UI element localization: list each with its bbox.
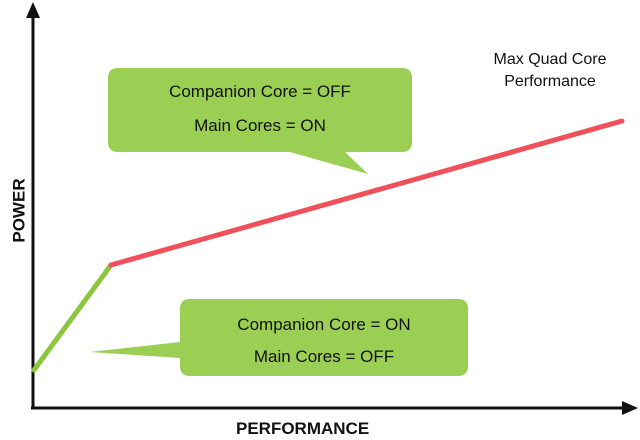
- peak-annotation-line2: Performance: [504, 73, 596, 90]
- upper-callout-bubble: [108, 68, 412, 174]
- x-axis-arrowhead: [622, 401, 638, 415]
- companion-core-segment: [31, 262, 114, 373]
- x-axis-label: PERFORMANCE: [236, 419, 370, 438]
- y-axis-label: POWER: [9, 178, 29, 243]
- main-cores-segment: [108, 118, 625, 268]
- upper-callout-line1: Companion Core = OFF: [169, 82, 351, 101]
- y-axis-arrowhead: [26, 2, 40, 18]
- lower-callout-line2: Main Cores = OFF: [253, 347, 395, 366]
- lower-callout-bubble: [90, 299, 468, 376]
- lower-callout-line1: Companion Core = ON: [237, 315, 411, 334]
- upper-callout-line2: Main Cores = ON: [194, 116, 326, 135]
- peak-annotation-line1: Max Quad Core: [493, 51, 607, 68]
